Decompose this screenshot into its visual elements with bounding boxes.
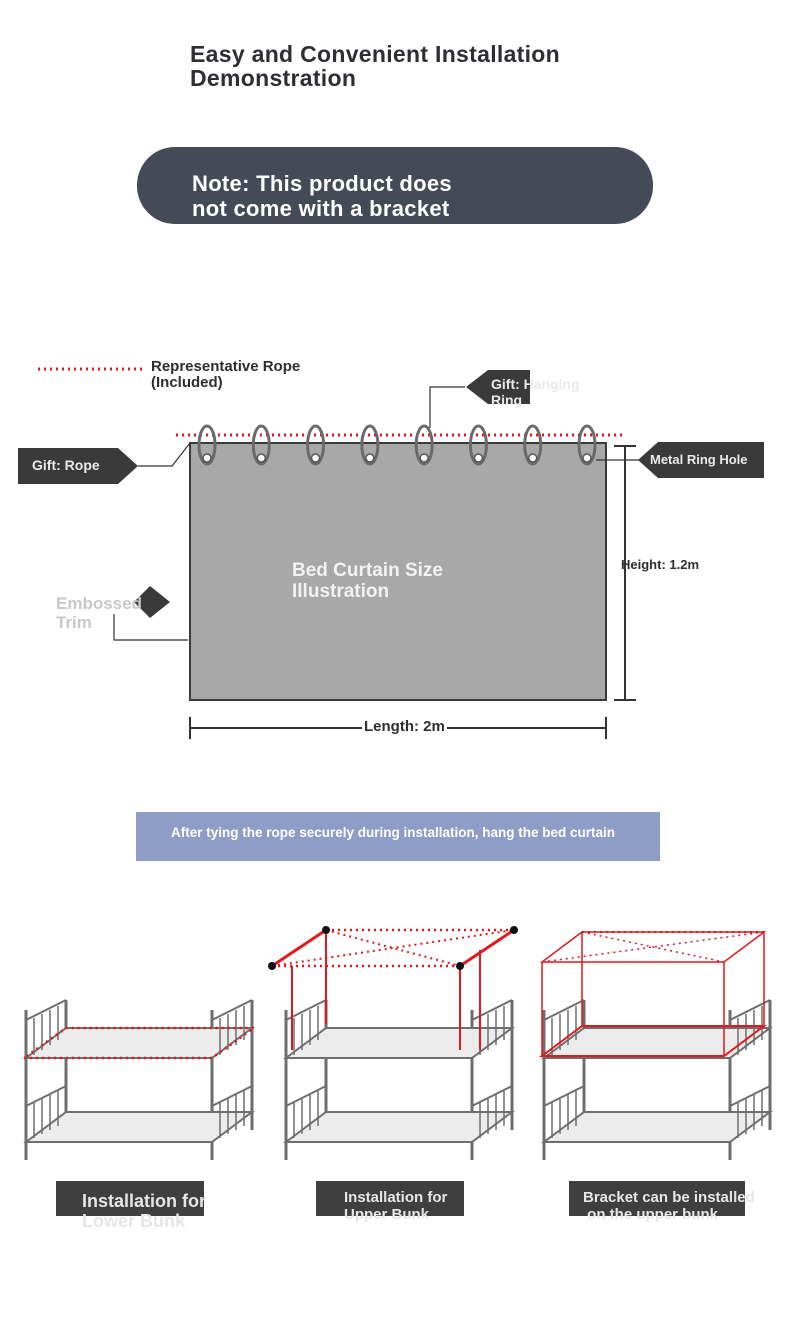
- upper-bunk-illustration: [268, 926, 518, 1162]
- note-text: Note: This product does not come with a …: [192, 171, 452, 221]
- curtain-body: [189, 442, 607, 701]
- metal-ring-hole-label: Metal Ring Hole: [650, 452, 748, 467]
- curtain-title: Bed Curtain Size Illustration: [292, 560, 443, 602]
- bracket-bunk-illustration: [539, 931, 772, 1162]
- height-label: Height: 1.2m: [621, 557, 700, 572]
- metal-ring-hole: [310, 453, 321, 463]
- gift-ring-connector: [429, 386, 465, 428]
- caption-upper-bunk: Installation for Upper Bunk: [344, 1189, 448, 1223]
- instruction-banner: [136, 812, 660, 861]
- caption-box-lower: [56, 1181, 204, 1216]
- caption-lower-bunk: Installation for Lower Bunk: [82, 1191, 207, 1231]
- embossed-trim-tag: [134, 586, 170, 618]
- page-title: Easy and Convenient Installation Demonst…: [190, 41, 561, 91]
- metal-ring-hole: [473, 453, 484, 463]
- hanging-ring: [251, 424, 271, 466]
- curtain-size-diagram: [18, 367, 764, 739]
- metal-ring-hole: [582, 453, 592, 463]
- gift-hanging-ring-tag: [466, 370, 530, 404]
- lower-bunk-illustration: [20, 998, 258, 1162]
- metal-ring-hole: [527, 453, 538, 463]
- caption-box-bracket: [569, 1181, 745, 1216]
- metal-ring-hole: [256, 453, 267, 463]
- embossed-trim-connector: [113, 614, 188, 641]
- hanging-ring: [197, 424, 217, 466]
- hanging-rings: [197, 424, 597, 466]
- metal-ring-hole: [365, 453, 375, 463]
- hanging-ring: [468, 424, 488, 466]
- installation-illustrations: [20, 926, 772, 1162]
- hanging-ring: [577, 424, 597, 466]
- gift-rope-connector: [138, 442, 191, 467]
- instruction-text: After tying the rope securely during ins…: [171, 825, 616, 840]
- rope-legend-label: Representative Rope (Included): [151, 358, 301, 391]
- hanging-ring: [306, 424, 326, 466]
- embossed-trim-label: Embossed Trim: [56, 594, 142, 632]
- gift-hanging-ring-label: Gift: Hanging Ring: [491, 376, 580, 408]
- metal-ring-hole: [419, 453, 429, 463]
- caption-bracket: Bracket can be installed on the upper bu…: [583, 1189, 755, 1223]
- hanging-ring: [360, 424, 380, 466]
- note-banner: [137, 147, 653, 224]
- metal-ring-hole: [202, 453, 212, 463]
- metal-ring-hole-tag: [638, 442, 764, 478]
- caption-box-upper: [316, 1181, 464, 1216]
- gift-rope-label: Gift: Rope: [32, 457, 100, 473]
- hanging-ring: [414, 424, 434, 466]
- length-label: Length: 2m: [362, 718, 447, 735]
- gift-rope-tag: [18, 448, 138, 484]
- hanging-ring: [523, 424, 543, 466]
